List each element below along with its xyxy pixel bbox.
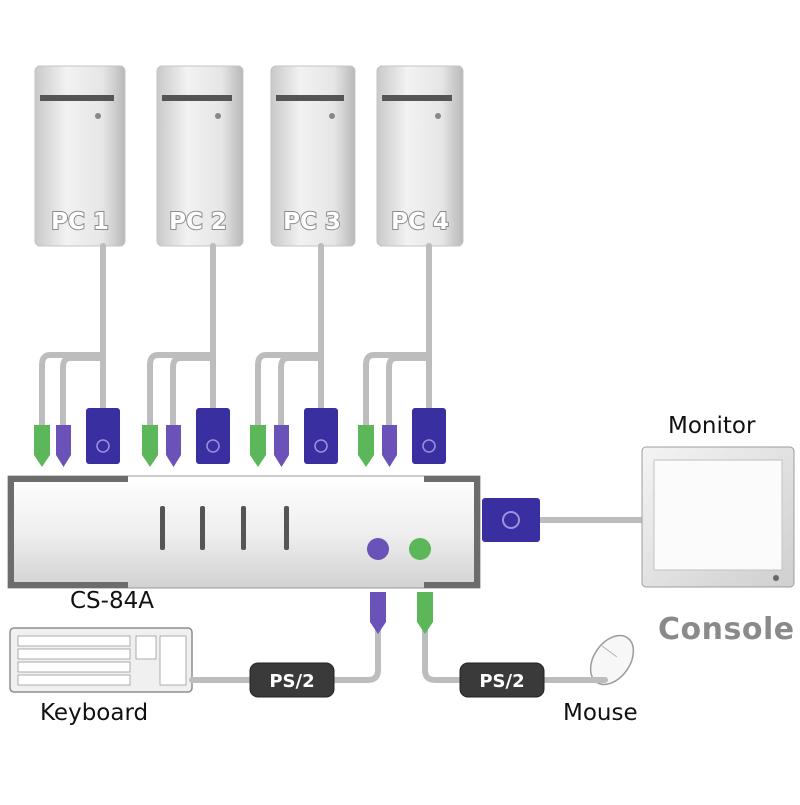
pc-tower-4 [376,65,464,247]
mouse-ps2-label: PS/2 [479,671,524,692]
pc-label-1: PC 1 [51,209,109,235]
pc-cables [39,243,432,428]
monitor [641,446,795,588]
mouse-cable [422,622,608,683]
pc-tower-1 [34,65,126,247]
mouse-label: Mouse [563,700,638,726]
kvm-switch-box [7,475,481,589]
console-ps2-plugs [370,592,433,634]
monitor-label: Monitor [668,413,756,439]
pc3-connectors [250,408,338,467]
console-title: Console [658,612,795,647]
switch-model-label: CS-84A [70,588,154,614]
monitor-vga-connector [482,498,540,542]
keyboard-ps2-tag: PS/2 [249,662,335,698]
keyboard [9,627,193,693]
pc1-connectors [34,408,120,467]
pc-tower-2 [156,65,244,247]
keyboard-cable [189,622,381,683]
pc4-connectors [358,408,446,467]
pc-label-2: PC 2 [169,209,227,235]
keyboard-ps2-label: PS/2 [269,671,314,692]
keyboard-label: Keyboard [40,700,149,726]
mouse-ps2-tag: PS/2 [459,662,545,698]
pc-tower-3 [270,65,356,247]
pc-label-3: PC 3 [283,209,341,235]
pc-label-4: PC 4 [391,209,449,235]
pc2-connectors [142,408,230,467]
